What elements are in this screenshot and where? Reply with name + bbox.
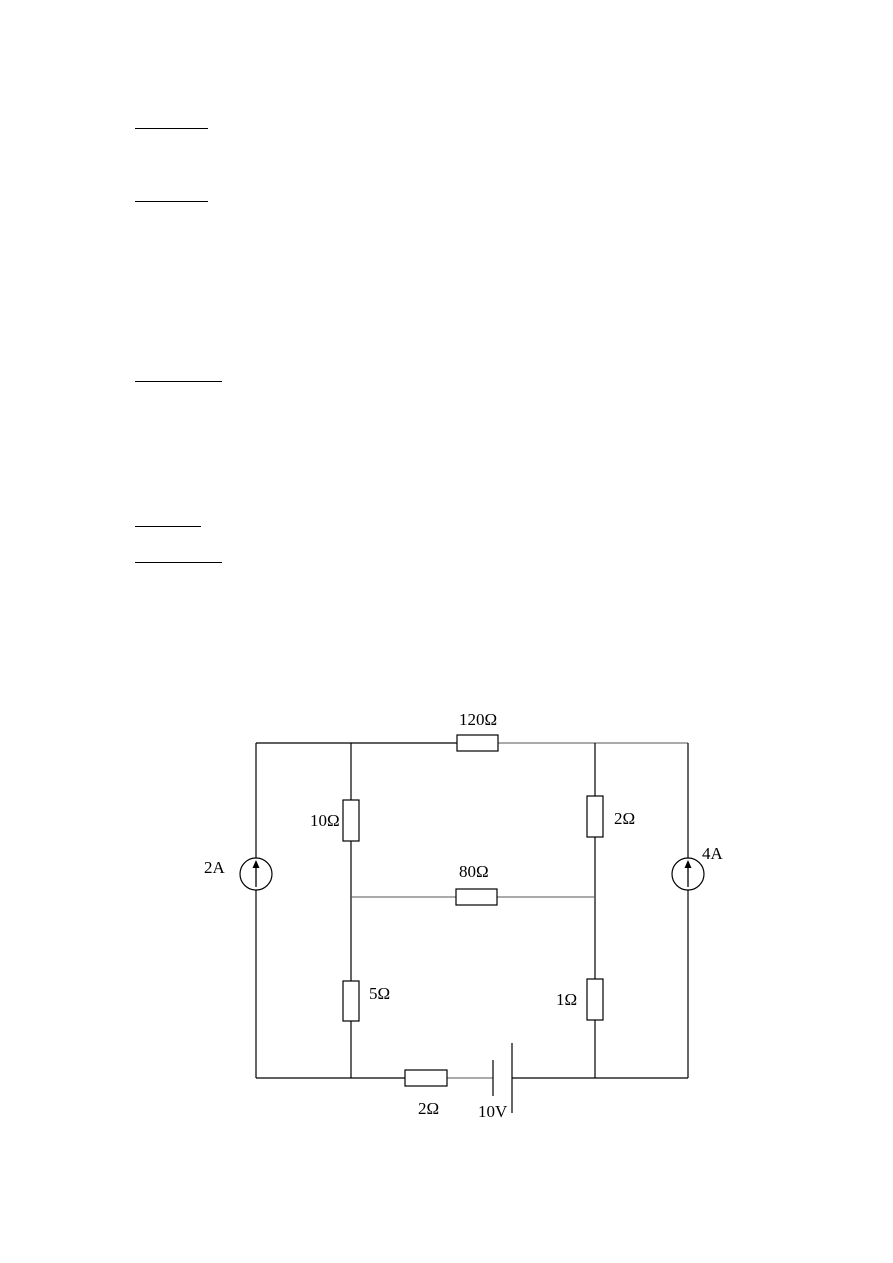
current-source-left-label: 2A <box>204 858 226 877</box>
resistor-120-ohm <box>456 734 499 752</box>
answer-blank-5 <box>135 562 222 563</box>
resistor-1-ohm <box>586 978 604 1021</box>
answer-blank-1 <box>135 128 208 129</box>
resistor-2-ohm-bottom <box>404 1069 448 1087</box>
answer-blank-4 <box>135 526 201 527</box>
resistor-10-ohm-label: 10Ω <box>310 811 340 830</box>
resistor-5-ohm <box>342 980 360 1022</box>
answer-blank-3 <box>135 381 222 382</box>
answer-blank-2 <box>135 201 208 202</box>
resistor-80-ohm <box>455 888 498 906</box>
resistor-80-ohm-label: 80Ω <box>459 862 489 881</box>
resistor-5-ohm-label: 5Ω <box>369 984 390 1003</box>
current-source-2a <box>239 857 273 891</box>
resistor-1-ohm-label: 1Ω <box>556 990 577 1009</box>
resistor-120-ohm-label: 120Ω <box>459 710 497 729</box>
current-source-4a <box>671 857 705 891</box>
current-source-right-label: 4A <box>702 844 724 863</box>
battery-10v <box>492 1043 513 1113</box>
resistor-10-ohm <box>342 799 360 842</box>
battery-label: 10V <box>478 1102 508 1121</box>
resistor-2-ohm-right <box>586 795 604 838</box>
resistor-2-ohm-bottom-label: 2Ω <box>418 1099 439 1118</box>
resistor-2-ohm-right-label: 2Ω <box>614 809 635 828</box>
